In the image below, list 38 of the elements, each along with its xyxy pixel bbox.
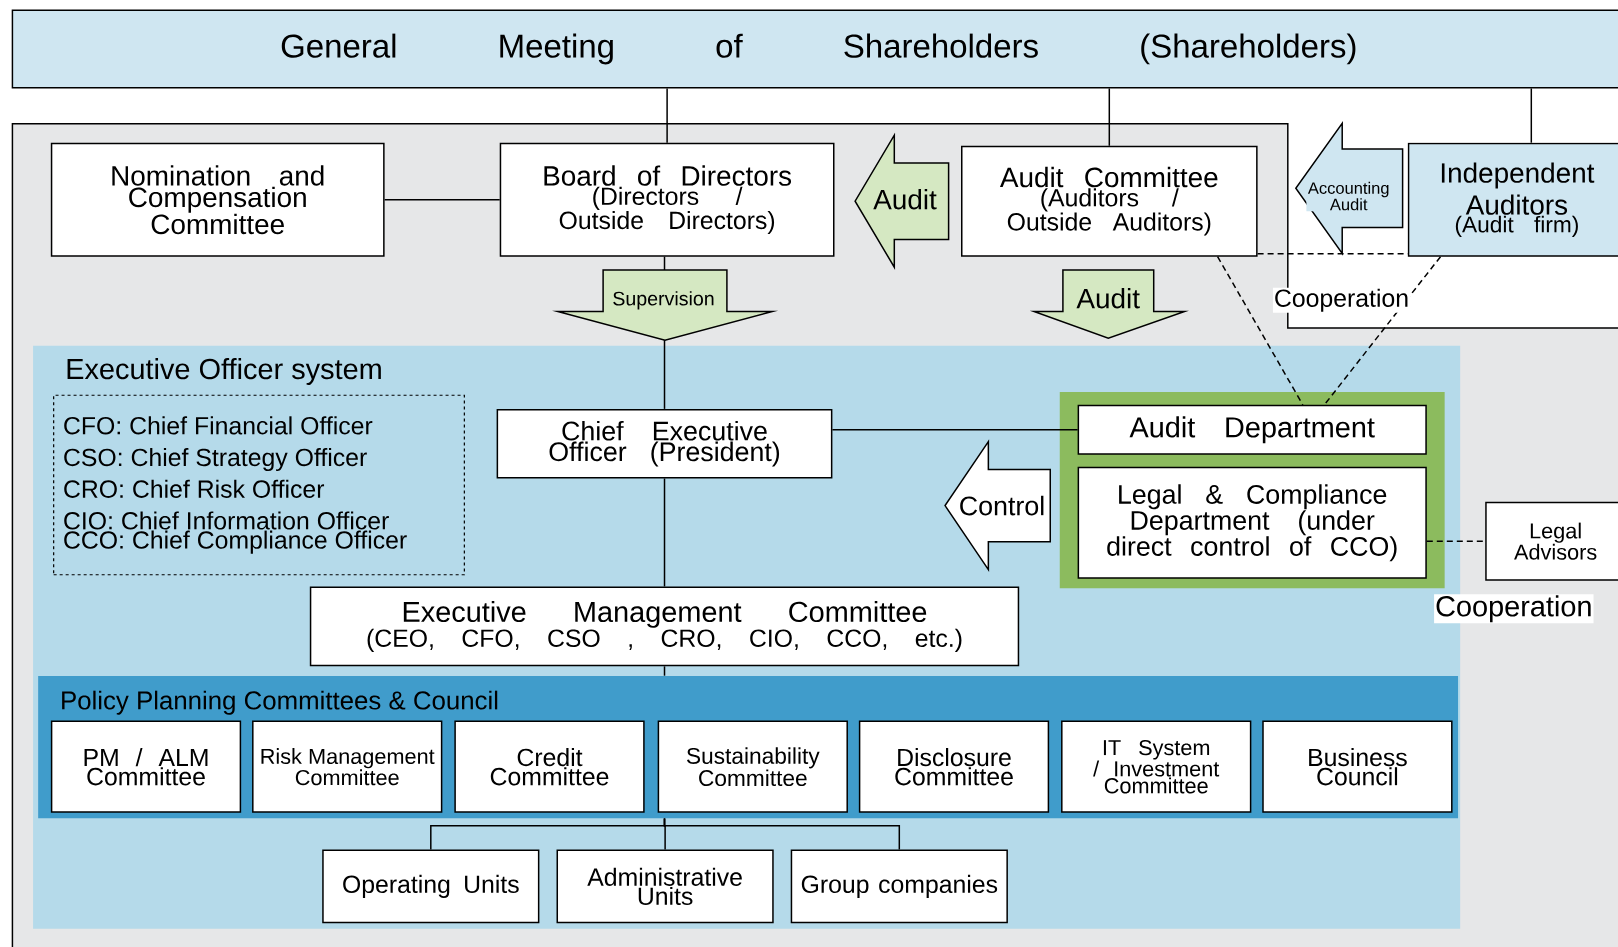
org-box: Credit Committee [454, 720, 645, 813]
connector-line [831, 429, 1079, 431]
org-box: Disclosure Committee [858, 720, 1050, 813]
org-box: PM / ALM Committee [50, 720, 242, 813]
connector-line [666, 87, 668, 144]
org-box: Legal Advisors [1485, 501, 1618, 581]
org-box: Audit Department [1077, 404, 1427, 455]
org-box: Nomination and Compensation Committee [50, 142, 385, 257]
connector-line [663, 477, 666, 588]
edge-label: Audit [872, 187, 938, 211]
connector-line [663, 817, 901, 851]
org-box: Independent Auditors (Audit firm) [1407, 142, 1618, 257]
edge-label: Accounting Audit [1306, 180, 1391, 212]
org-box: Sustainability Committee [657, 720, 848, 813]
org-box: Business Council [1262, 720, 1453, 813]
org-box: Operating Units [322, 849, 540, 924]
edge-label: Audit [1075, 286, 1141, 310]
note-label: Cooperation [1272, 287, 1411, 313]
edge-label: Supervision [611, 290, 716, 311]
connector-line [1530, 87, 1533, 144]
connector-line [383, 198, 501, 201]
org-box: Legal & Compliance Department (under direct control of CCO) [1077, 466, 1427, 579]
org-box: Executive Management Committee (CEO, CFO, CSO , CRO, CIO, CCO, etc.) [309, 586, 1020, 667]
dashed-line [1216, 255, 1304, 406]
dashed-line [1426, 540, 1486, 542]
note-label: Cooperation [1434, 594, 1594, 624]
org-box: IT System / Investment Committee [1061, 720, 1252, 813]
org-box: Group companies [790, 849, 1008, 924]
legend-box: CFO: Chief Financial Officer CSO: Chief Strategy Officer CRO: Chief Risk Officer CIO: Chief Information Officer CCO: Chief Compliance Officer [53, 394, 465, 576]
header-box: General Meeting of Shareholders (Shareholders) [11, 9, 1618, 89]
org-box: Risk Management Committee [252, 720, 443, 813]
org-box: Audit Committee (Auditors / Outside Auditors) [961, 145, 1258, 257]
org-box: Chief Executive Officer (President) [496, 408, 833, 479]
dashed-line [1323, 255, 1442, 406]
connector-line [663, 665, 666, 677]
org-box: Administrative Units [556, 849, 774, 924]
org-box: Board of Directors (Directors / Outside Directors) [499, 142, 835, 257]
connector-line [1108, 87, 1111, 147]
